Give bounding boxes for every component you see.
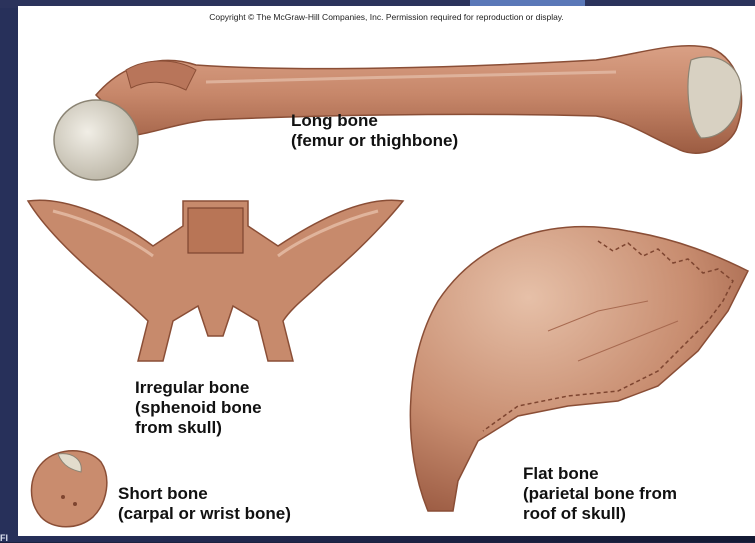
irregular-bone-subtitle-1: (sphenoid bone — [135, 398, 262, 418]
sphenoid-illustration — [23, 186, 408, 371]
long-bone-title: Long bone — [291, 111, 458, 131]
flat-bone-subtitle-1: (parietal bone from — [523, 484, 677, 504]
irregular-bone-subtitle-2: from skull) — [135, 418, 262, 438]
flat-bone-label: Flat bone (parietal bone from roof of sk… — [523, 464, 677, 524]
femur-illustration — [36, 20, 755, 190]
figure-panel: Copyright © The McGraw-Hill Companies, I… — [18, 6, 755, 536]
irregular-bone-label: Irregular bone (sphenoid bone from skull… — [135, 378, 262, 438]
short-bone-subtitle: (carpal or wrist bone) — [118, 504, 291, 524]
short-bone-label: Short bone (carpal or wrist bone) — [118, 484, 291, 524]
flat-bone-subtitle-2: roof of skull) — [523, 504, 677, 524]
long-bone-subtitle: (femur or thighbone) — [291, 131, 458, 151]
flat-bone-title: Flat bone — [523, 464, 677, 484]
irregular-bone-title: Irregular bone — [135, 378, 262, 398]
short-bone-title: Short bone — [118, 484, 291, 504]
carpal-illustration — [23, 442, 113, 532]
long-bone-label: Long bone (femur or thighbone) — [291, 111, 458, 151]
